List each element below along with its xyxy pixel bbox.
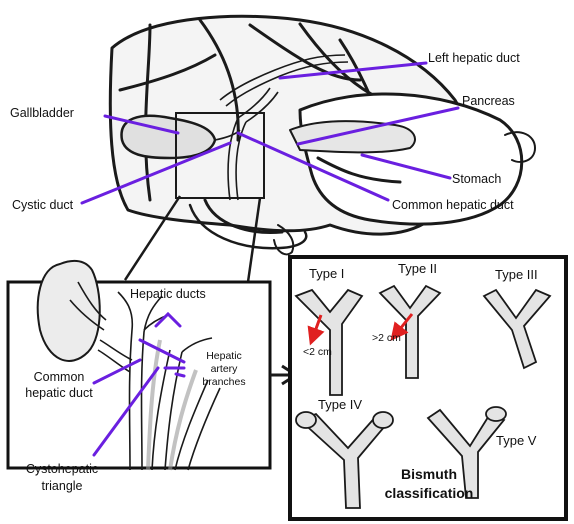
label-bismuth-title-1: Bismuth <box>374 466 484 482</box>
label-hepatic-artery-branches-3: branches <box>188 376 260 388</box>
label-hepatic-artery-branches-1: Hepatic <box>188 350 260 362</box>
label-gallbladder: Gallbladder <box>10 106 74 120</box>
label-hepatic-artery-branches-2: artery <box>188 363 260 375</box>
pointer-artery-3 <box>176 374 184 376</box>
label-type-1: Type I <box>309 267 344 282</box>
label-stomach: Stomach <box>452 172 501 186</box>
label-left-hepatic-duct: Left hepatic duct <box>428 51 520 65</box>
label-dist-type-2: >2 cm <box>372 332 401 344</box>
label-type-4: Type IV <box>318 398 362 413</box>
label-hepatic-ducts: Hepatic ducts <box>130 287 206 301</box>
label-type-2: Type II <box>398 262 437 277</box>
label-inset-common-2: hepatic duct <box>14 386 104 400</box>
label-dist-type-1: <2 cm <box>303 346 332 358</box>
label-cystic-duct: Cystic duct <box>12 198 73 212</box>
label-type-5: Type V <box>496 434 536 449</box>
label-bismuth-title-2: classification <box>374 485 484 501</box>
label-cystohepatic-1: Cystohepatic <box>14 462 110 476</box>
label-pancreas: Pancreas <box>462 94 515 108</box>
label-type-3: Type III <box>495 268 538 283</box>
label-inset-common-1: Common <box>14 370 104 384</box>
label-common-hepatic-duct: Common hepatic duct <box>392 198 514 212</box>
label-cystohepatic-2: triangle <box>14 479 110 493</box>
